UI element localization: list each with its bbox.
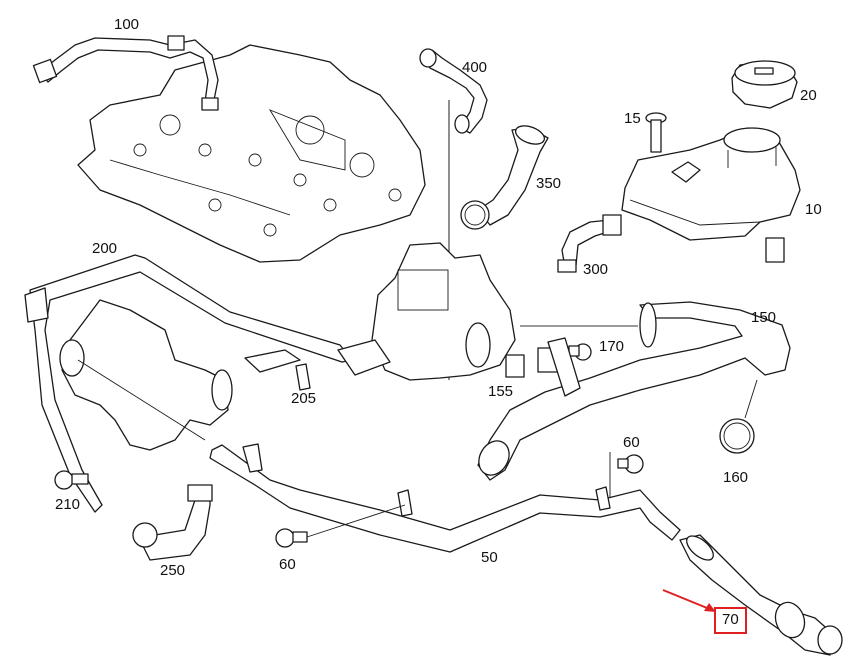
- callout-205[interactable]: 205: [291, 390, 317, 407]
- coolant-pipe-200: [24, 254, 391, 513]
- callout-10[interactable]: 10: [805, 201, 822, 218]
- clip-205: [244, 349, 311, 391]
- callout-210[interactable]: 210: [55, 496, 81, 513]
- highlight-box-70: [714, 607, 747, 634]
- callout-160[interactable]: 160: [723, 469, 749, 486]
- callout-100[interactable]: 100: [114, 16, 140, 33]
- callout-50[interactable]: 50: [481, 549, 498, 566]
- callout-60-right[interactable]: 60: [623, 434, 640, 451]
- cylinder-head-part: [77, 44, 426, 263]
- callout-60-left[interactable]: 60: [279, 556, 296, 573]
- highlight-arrow: [662, 589, 716, 612]
- coolant-pipe-50: [209, 443, 681, 553]
- callout-200[interactable]: 200: [92, 240, 118, 257]
- hose-250: [132, 484, 213, 561]
- expansion-tank-cap-20: [731, 60, 798, 109]
- callout-400[interactable]: 400: [462, 59, 488, 76]
- callout-15[interactable]: 15: [624, 110, 641, 127]
- hose-400: [419, 48, 488, 380]
- thermostat-housing: [371, 242, 638, 381]
- callout-150[interactable]: 150: [751, 309, 777, 326]
- hose-70: [679, 534, 843, 656]
- callout-350[interactable]: 350: [536, 175, 562, 192]
- hose-100: [32, 35, 219, 111]
- hose-300: [557, 214, 622, 273]
- hose-150: [477, 301, 791, 481]
- hose-clamp-160: [719, 379, 758, 454]
- callout-70[interactable]: 70: [722, 611, 739, 628]
- callout-155[interactable]: 155: [488, 383, 514, 400]
- connector-155: [505, 347, 559, 378]
- bolt-60-right: [609, 452, 644, 500]
- callout-20[interactable]: 20: [800, 87, 817, 104]
- hose-350: [460, 125, 549, 230]
- callout-170[interactable]: 170: [599, 338, 625, 355]
- bolt-15: [645, 112, 667, 153]
- callout-300[interactable]: 300: [583, 261, 609, 278]
- bolt-170: [568, 343, 592, 361]
- bolt-60-left: [275, 504, 406, 548]
- water-pump-housing: [59, 299, 233, 451]
- bolt-210: [54, 470, 89, 490]
- callout-250[interactable]: 250: [160, 562, 186, 579]
- expansion-tank-10: [621, 127, 801, 263]
